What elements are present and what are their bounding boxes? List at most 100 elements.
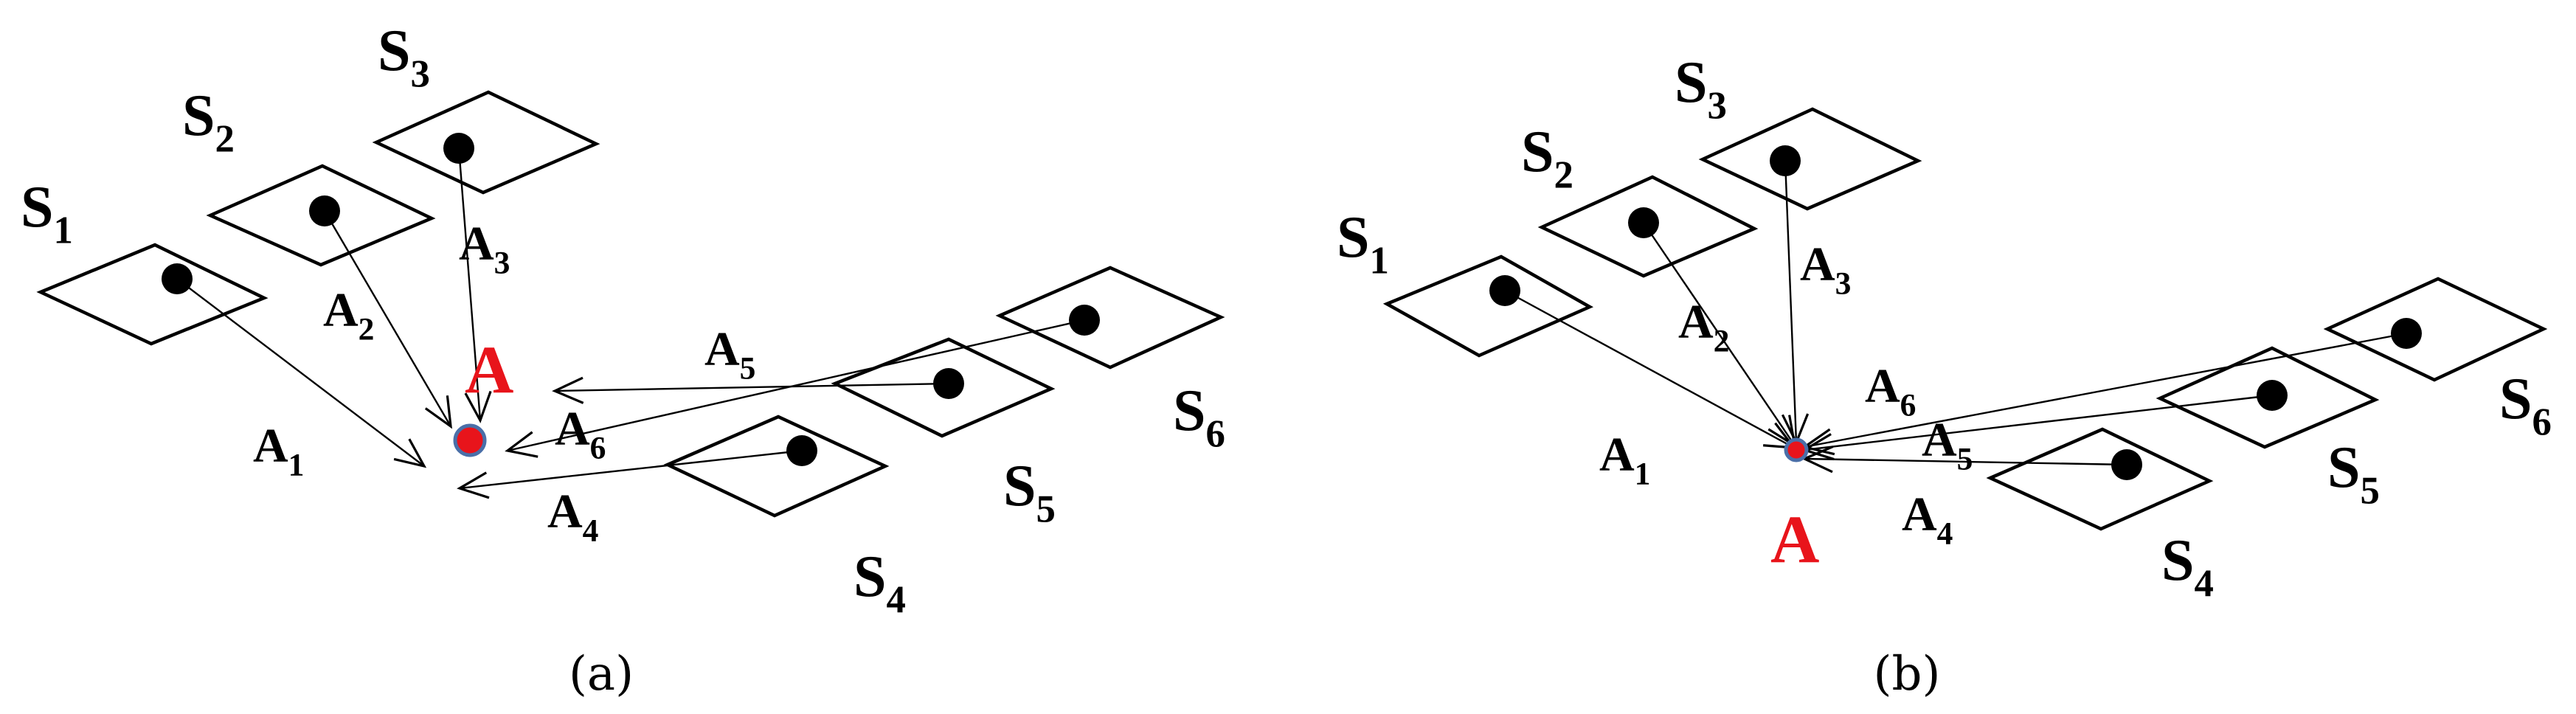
vector-label-a5: A5 — [1922, 413, 1973, 476]
sensor-s4 — [1986, 427, 2214, 531]
sensor-label-s6: S6 — [1173, 378, 1225, 455]
sensor-diamond — [36, 243, 269, 346]
vector-arrowhead — [457, 471, 490, 499]
sensor-label-s2: S2 — [1521, 119, 1573, 196]
sensor-label-s6-subscript: 6 — [2532, 401, 2552, 443]
vector-label-a4-subscript: 4 — [1937, 516, 1953, 551]
sensor-label-s3-main: S — [1675, 50, 1708, 115]
sensor-diamond — [2323, 277, 2548, 382]
sensor-s2 — [1537, 175, 1759, 278]
vector-label-a6-main: A — [1865, 359, 1900, 413]
vector-line — [507, 319, 1085, 452]
vector-arrowhead — [424, 395, 452, 429]
vector-label-a5-main: A — [1922, 413, 1957, 467]
sensor-label-s3-subscript: 3 — [1708, 84, 1727, 127]
sensor-label-s5-subscript: 5 — [1036, 488, 1056, 530]
vector-label-a1-subscript: 1 — [288, 447, 305, 482]
sensor-label-s5: S5 — [1003, 454, 1056, 530]
sensor-s6 — [995, 266, 1225, 370]
aggregation-point — [453, 423, 487, 457]
sensor-label-s1-subscript: 1 — [54, 209, 73, 252]
aggregation-point — [1784, 437, 1809, 462]
vector-arrowhead — [552, 376, 584, 404]
sensor-label-s3-main: S — [378, 18, 411, 83]
vector-label-a4-main: A — [547, 485, 583, 538]
vector-a1 — [176, 278, 427, 468]
vector-label-a3-main: A — [459, 217, 494, 271]
vector-a6 — [505, 319, 1085, 458]
sensor-label-s5: S5 — [2327, 435, 2380, 512]
sensor-s5 — [2156, 346, 2380, 449]
vector-line — [1804, 332, 2407, 448]
panel-caption: (b) — [1874, 647, 1941, 701]
sensor-label-s2-subscript: 2 — [1554, 153, 1573, 196]
sensor-diamond — [1382, 254, 1594, 358]
vector-arrowhead — [464, 390, 492, 423]
sensor-label-s1-main: S — [1337, 205, 1370, 270]
sensor-diamond — [1986, 427, 2214, 531]
sensor-label-s3: S3 — [1675, 50, 1727, 127]
sensor-s1 — [1382, 254, 1594, 358]
vector-label-a3-main: A — [1800, 238, 1835, 291]
sensor-s1 — [36, 243, 269, 346]
vector-label-a6-subscript: 6 — [590, 430, 606, 465]
vector-line — [554, 382, 949, 392]
sensor-label-s2: S2 — [182, 83, 235, 160]
sensor-label-s5-main: S — [1003, 454, 1036, 519]
vector-label-a5-subscript: 5 — [740, 350, 756, 386]
vector-line — [1804, 394, 2273, 451]
sensor-label-s2-main: S — [1521, 119, 1554, 184]
vector-label-a1-main: A — [1599, 428, 1635, 482]
vector-a1 — [1504, 289, 1797, 449]
vector-label-a2-main: A — [323, 283, 359, 337]
vector-a3 — [457, 148, 492, 423]
vector-label-a2: A2 — [323, 283, 374, 347]
sensor-label-s4: S4 — [854, 544, 906, 621]
panel-caption: (a) — [569, 647, 634, 701]
vector-label-a5: A5 — [704, 322, 755, 386]
vector-label-a3-subscript: 3 — [1835, 266, 1852, 301]
sensor-diamond — [663, 415, 890, 518]
vector-a5 — [552, 376, 949, 404]
sensor-label-s2-main: S — [182, 83, 215, 148]
sensor-diamond — [372, 90, 600, 195]
sensor-label-s3-subscript: 3 — [411, 52, 430, 95]
sensor-label-s2-subscript: 2 — [215, 117, 235, 160]
vector-label-a5-main: A — [704, 322, 740, 376]
sensor-label-s4-subscript: 4 — [2195, 562, 2214, 605]
vector-line — [1504, 289, 1795, 449]
vector-label-a6: A6 — [555, 402, 606, 465]
sensor-s4 — [663, 415, 890, 518]
sensor-diamond — [1698, 107, 1922, 211]
vector-line — [1804, 457, 2127, 466]
vector-label-a2-subscript: 2 — [1714, 323, 1730, 358]
vector-line — [1643, 222, 1796, 446]
sensor-label-s5-subscript: 5 — [2361, 469, 2380, 512]
sensor-label-s4: S4 — [2161, 528, 2214, 605]
vector-line — [323, 210, 452, 427]
vector-arrowhead — [505, 431, 539, 458]
sensor-s2 — [206, 164, 436, 267]
vector-label-a5-subscript: 5 — [1957, 441, 1973, 476]
vector-label-a2: A2 — [1678, 295, 1729, 358]
sensor-label-s1-subscript: 1 — [1370, 239, 1389, 282]
vector-label-a2-main: A — [1678, 295, 1714, 349]
vector-label-a1-main: A — [253, 419, 288, 473]
vector-label-a2-subscript: 2 — [359, 311, 375, 347]
sensor-s3 — [372, 90, 600, 195]
sensor-label-s1: S1 — [21, 175, 73, 252]
sensor-label-s1-main: S — [21, 175, 54, 240]
vector-label-a6-subscript: 6 — [1900, 387, 1917, 423]
vector-a4 — [457, 449, 803, 499]
aggregation-label: A — [465, 332, 513, 407]
vector-line — [1784, 160, 1798, 443]
sensor-label-s3: S3 — [378, 18, 430, 95]
vector-line — [457, 148, 482, 421]
sensor-diamond — [995, 266, 1225, 370]
sensor-label-s5-main: S — [2327, 435, 2361, 500]
vector-label-a3: A3 — [459, 217, 510, 280]
vector-a2 — [323, 210, 452, 429]
sensor-label-s4-subscript: 4 — [887, 578, 906, 621]
